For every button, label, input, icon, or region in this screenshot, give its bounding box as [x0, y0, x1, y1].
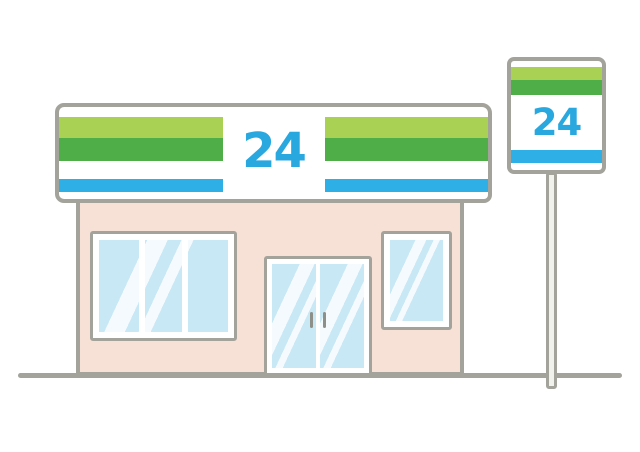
pole-sign-24-label: 24	[531, 101, 582, 144]
sign-pole	[546, 172, 557, 389]
left-window-mullion	[181, 240, 188, 332]
storefront-sign-24-label: 24	[242, 123, 307, 179]
door-handle-icon	[323, 312, 326, 328]
entrance-door-right-leaf	[320, 264, 364, 368]
left-window	[90, 231, 237, 341]
entrance-door	[264, 256, 372, 376]
left-window-glass	[99, 240, 228, 332]
storefront-sign: 24	[55, 103, 492, 203]
left-window-mullion	[138, 240, 145, 332]
pole-sign: 24	[507, 57, 606, 174]
pole-sign-stripe-blue	[511, 150, 602, 163]
entrance-door-left-leaf	[272, 264, 316, 368]
storefront-sign-24-panel: 24	[222, 107, 325, 199]
door-handle-icon	[310, 312, 313, 328]
pole-sign-stripe-green	[511, 80, 602, 95]
pole-sign-stripe-yellow-green	[511, 67, 602, 80]
right-window-glass	[390, 240, 443, 321]
pole-sign-24-panel: 24	[511, 95, 602, 150]
right-window	[381, 231, 452, 330]
